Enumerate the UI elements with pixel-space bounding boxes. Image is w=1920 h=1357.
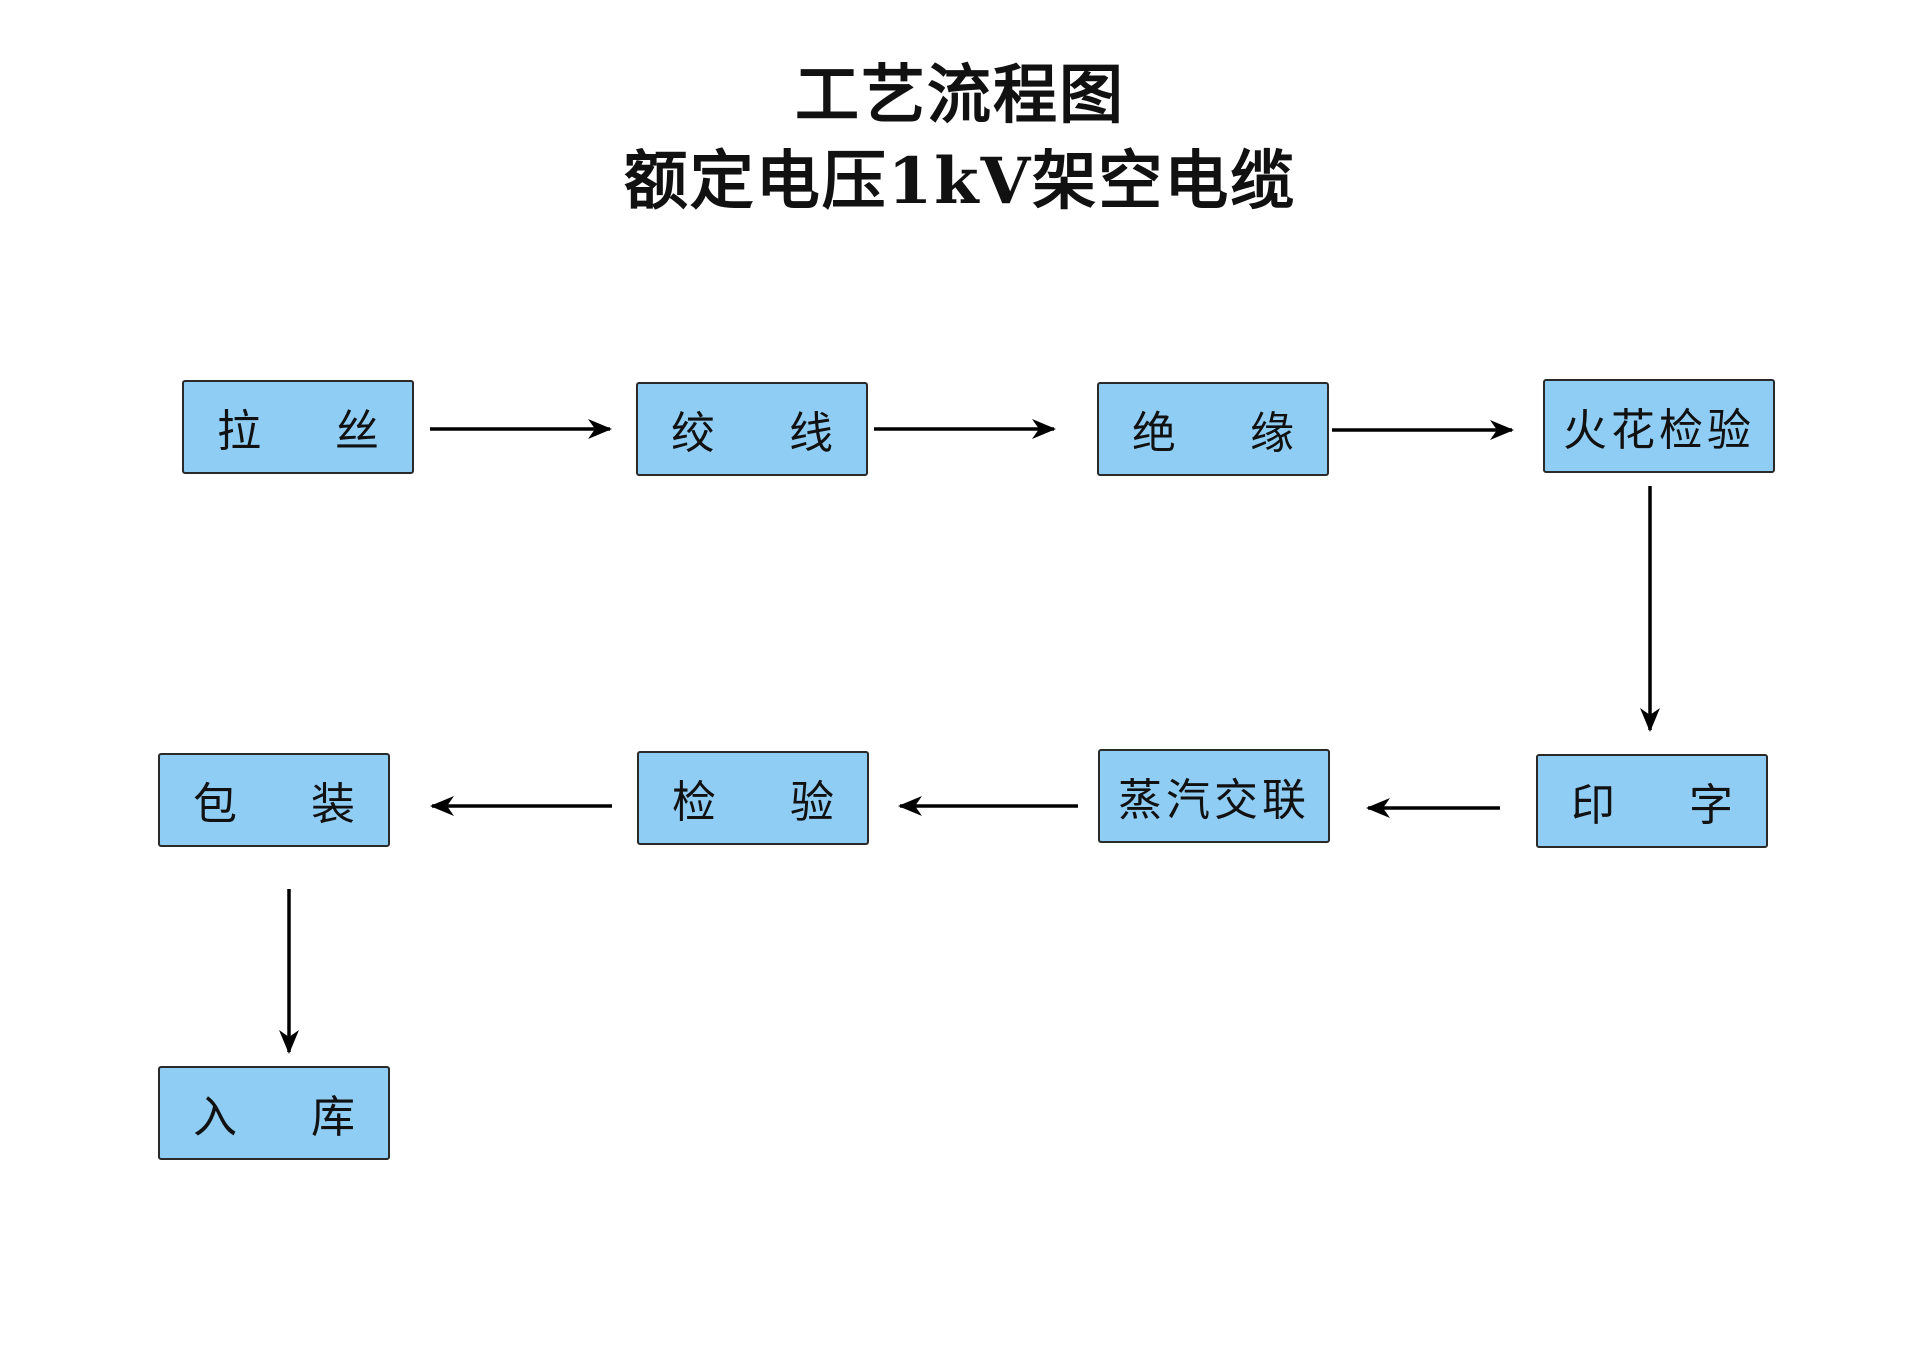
step-drawing-box: 拉 丝 <box>182 380 414 474</box>
diagram-subtitle: 额定电压1kV架空电缆 <box>623 144 1297 219</box>
step-inspection-box: 检 验 <box>637 751 869 845</box>
step-steam-crosslink-box: 蒸汽交联 <box>1098 749 1330 843</box>
step-warehousing-box: 入 库 <box>158 1066 390 1160</box>
step-spark-test-box: 火花检验 <box>1543 379 1775 473</box>
step-insulation-box: 绝 缘 <box>1097 382 1329 476</box>
step-packing-box: 包 装 <box>158 753 390 847</box>
diagram-title: 工艺流程图 <box>795 58 1125 133</box>
step-stranding-box: 绞 线 <box>636 382 868 476</box>
step-printing-box: 印 字 <box>1536 754 1768 848</box>
